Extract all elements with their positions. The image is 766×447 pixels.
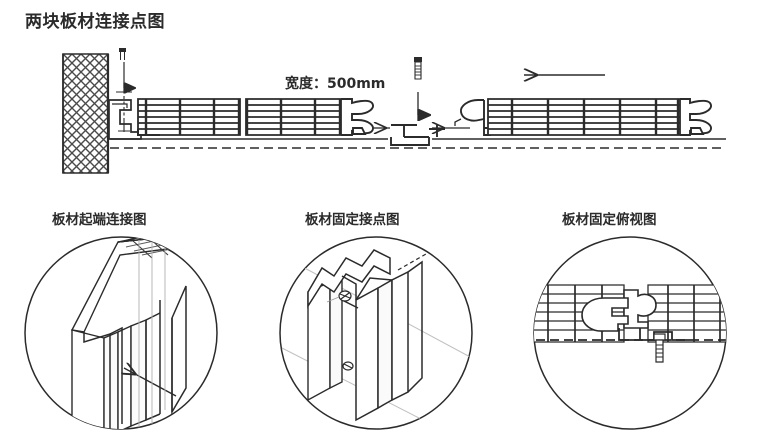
panel-groove-profile-right-end <box>680 99 711 135</box>
wall-anchor-screw-icon <box>119 48 126 60</box>
hatched-wall <box>63 54 108 173</box>
arrow-install-down-wall <box>116 62 132 132</box>
panel-vertical-faces <box>72 320 146 429</box>
detail-3-content <box>534 285 726 362</box>
back-panel-face <box>308 276 342 400</box>
top-rail-profile <box>308 250 390 306</box>
detail-1-content <box>72 232 217 430</box>
fixing-screw-icon <box>414 57 422 79</box>
topview-panel-right <box>648 285 726 342</box>
joint-fixing-clip <box>391 125 445 145</box>
wall-starter-bracket <box>109 100 141 139</box>
fixing-screw-icon-lower <box>343 362 353 370</box>
detail-2-guidelines <box>282 258 472 440</box>
detail-circle-3 <box>534 237 726 429</box>
topview-panel-left <box>534 285 624 342</box>
connector-web <box>342 276 358 308</box>
hollow-core-panel-right <box>488 99 680 135</box>
panel-groove-profile-left <box>341 99 373 135</box>
detail-circle-2 <box>280 237 472 429</box>
arrow-insert-direction-1 <box>124 368 176 396</box>
detail-caption-panel-topview: 板材固定俯视图 <box>562 212 657 228</box>
fixing-screw-icon-upper <box>327 291 351 302</box>
detail-caption-panel-start: 板材起端连接图 <box>52 212 147 228</box>
topview-interlock-joint <box>582 290 656 331</box>
detail-caption-panel-fixing: 板材固定接点图 <box>305 212 400 228</box>
panel-slab-isometric <box>72 237 217 332</box>
h-profile-front <box>356 262 422 420</box>
topview-fixing-clip <box>619 328 690 340</box>
panel-tongue-profile-right <box>455 100 490 135</box>
width-annotation-label: 宽度：500mm <box>285 76 386 92</box>
hollow-core-panel-left <box>138 99 240 135</box>
hollow-core-panel-left-b <box>246 99 341 135</box>
detail-2-content <box>282 250 472 440</box>
detail-1-guidelines <box>139 232 165 430</box>
detail-circle-1 <box>25 237 217 429</box>
u-channel-profile <box>84 300 160 430</box>
right-wing-profile <box>172 286 186 412</box>
page-title: 两块板材连接点图 <box>25 12 165 32</box>
topview-anchor-screw-icon <box>654 334 665 362</box>
detail-2-leader-dashed <box>398 254 426 270</box>
